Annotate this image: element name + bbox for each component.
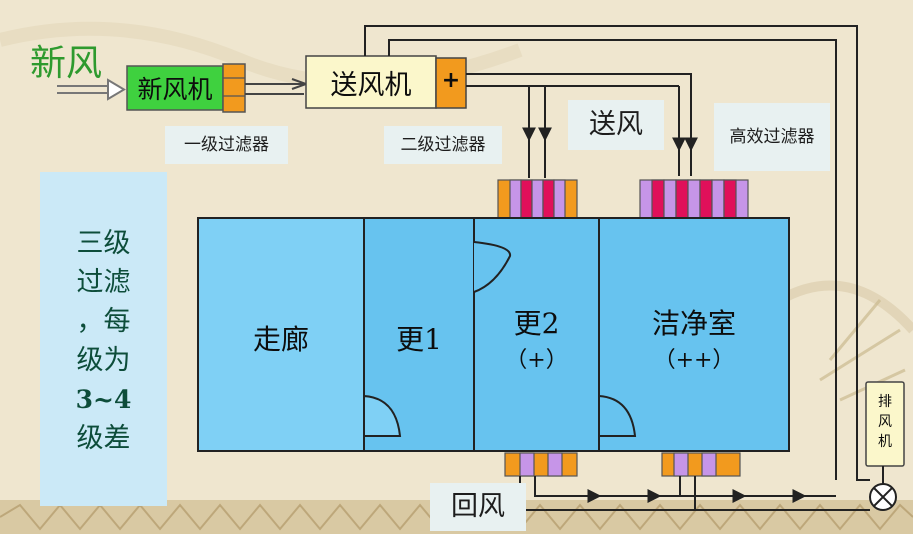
primary-filter-block <box>222 63 246 113</box>
exhaust-valve-icon <box>869 483 897 511</box>
supply-ducts <box>466 73 698 178</box>
cleanroom <box>598 217 790 452</box>
change-room-2-label: 更2 <box>513 307 560 340</box>
primary-filter-label: 一级过滤器 <box>165 126 288 164</box>
supply-filter-bank-2 <box>639 179 749 219</box>
secondary-filter-label: 二级过滤器 <box>384 126 502 164</box>
return-ducts-bottom <box>519 476 870 511</box>
door-change1 <box>363 394 402 437</box>
fresh-air-input-arrow <box>57 78 126 101</box>
door-cleanroom <box>598 394 637 437</box>
supply-filter-bank-1 <box>497 179 578 219</box>
hepa-filter-label: 高效过滤器 <box>714 103 830 171</box>
supply-fan-label: 送风机 <box>330 69 412 101</box>
change-room-2-pressure: （+） <box>505 348 568 373</box>
cleanroom-pressure: （++） <box>653 348 735 373</box>
return-filter-bank-1 <box>504 452 578 477</box>
return-filter-bank-2 <box>661 452 741 477</box>
return-air-label: 回风 <box>430 483 526 531</box>
duct-fresh-to-fan <box>245 78 309 95</box>
info-line-1: 三级 <box>76 228 131 259</box>
info-line-6: 级差 <box>76 423 131 454</box>
return-loop-ducts <box>364 25 870 481</box>
info-line-2: 过滤 <box>76 267 131 298</box>
fresh-air-label: 新风 <box>30 43 103 84</box>
corridor-label: 走廊 <box>252 323 309 356</box>
door-change2-top <box>473 241 512 293</box>
info-line-5: 3~4 <box>75 385 132 414</box>
exhaust-fan-text: 排风机 <box>878 394 892 450</box>
corridor-room <box>197 217 365 452</box>
change-room-1-label: 更1 <box>396 323 442 356</box>
info-box-text: 三级 过滤 ，每 级为 3~4 级差 <box>40 224 167 458</box>
cleanroom-label: 洁净室 <box>651 307 736 340</box>
plus-sign: + <box>441 67 461 93</box>
exhaust-fan-label: 排风机 <box>866 392 904 452</box>
exhaust-fan-box <box>865 381 905 467</box>
supply-fan-box <box>305 55 437 109</box>
info-line-3: ，每 <box>76 306 131 337</box>
info-box <box>40 172 167 506</box>
fresh-air-unit-box <box>126 65 224 111</box>
info-line-4: 级为 <box>76 345 131 376</box>
fresh-air-unit-label: 新风机 <box>137 75 213 104</box>
supply-air-label: 送风 <box>568 100 664 150</box>
secondary-filter-block <box>435 57 467 109</box>
